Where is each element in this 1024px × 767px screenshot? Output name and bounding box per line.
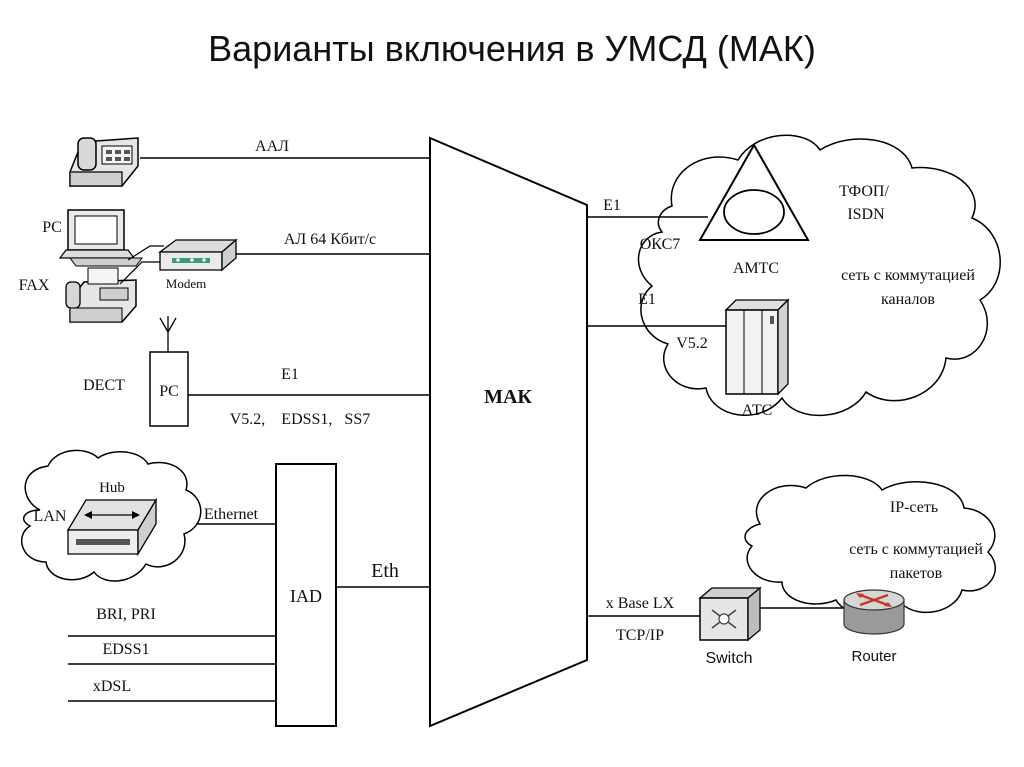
switch-icon <box>698 586 762 642</box>
tcpip-label: TCP/IP <box>616 627 664 644</box>
e1-bottom-label: E1 <box>638 291 656 308</box>
isdn-label: ISDN <box>847 206 885 223</box>
al64-label: АЛ 64 Кбит/с <box>284 231 376 248</box>
hub-icon <box>66 497 158 557</box>
ethernet-label: Ethernet <box>204 506 259 523</box>
aal-label: ААЛ <box>255 138 289 155</box>
e1-left-label: E1 <box>281 366 299 383</box>
lan-label: LAN <box>34 508 67 525</box>
hub-label: Hub <box>99 480 125 496</box>
packet-label-1: сеть с коммутацией <box>849 541 983 558</box>
amts-label: АМТС <box>733 260 779 277</box>
slide-title: Варианты включения в УМСД (МАК) <box>208 28 816 69</box>
protocols-label: V5.2, EDSS1, SS7 <box>230 411 370 428</box>
antenna-icon <box>159 316 177 352</box>
circuit-label-2: каналов <box>881 291 935 308</box>
switch-label: Switch <box>705 650 752 667</box>
mak-block <box>429 136 588 728</box>
iad-label: IAD <box>290 586 322 606</box>
iad-block <box>275 463 337 727</box>
dect-pc-label: PC <box>159 383 179 400</box>
ats-exchange-icon <box>724 298 790 396</box>
dect-base-station <box>149 351 189 427</box>
modem-icon <box>158 238 238 272</box>
ip-net-label: IP-сеть <box>890 499 938 516</box>
mak-label: МАК <box>484 386 532 408</box>
dect-label: DECT <box>83 377 125 394</box>
router-icon <box>843 589 905 635</box>
xbase-label: x Base LX <box>606 595 675 612</box>
fax-icon <box>65 267 137 323</box>
modem-label: Modem <box>166 276 206 291</box>
router-label: Router <box>851 648 896 665</box>
tfop-label: ТФОП/ <box>839 183 889 200</box>
okc7-label: ОКС7 <box>640 236 681 253</box>
computer-icon <box>58 209 143 267</box>
telephone-icon <box>69 137 139 187</box>
amts-exchange-icon <box>698 142 810 241</box>
fax-label: FAX <box>19 277 50 294</box>
circuit-label-1: сеть с коммутацией <box>841 267 975 284</box>
packet-label-2: пакетов <box>890 565 943 582</box>
bri-pri-label: BRI, PRI <box>96 606 156 623</box>
ats-label: АТС <box>742 402 773 419</box>
v52-label: V5.2 <box>676 335 708 352</box>
pc-label: PC <box>42 219 62 236</box>
e1-top-label: E1 <box>603 197 621 214</box>
edss1-label: EDSS1 <box>102 641 149 658</box>
ip-cloud <box>744 474 996 616</box>
eth-label: Eth <box>371 560 399 582</box>
xdsl-label: xDSL <box>93 678 131 695</box>
